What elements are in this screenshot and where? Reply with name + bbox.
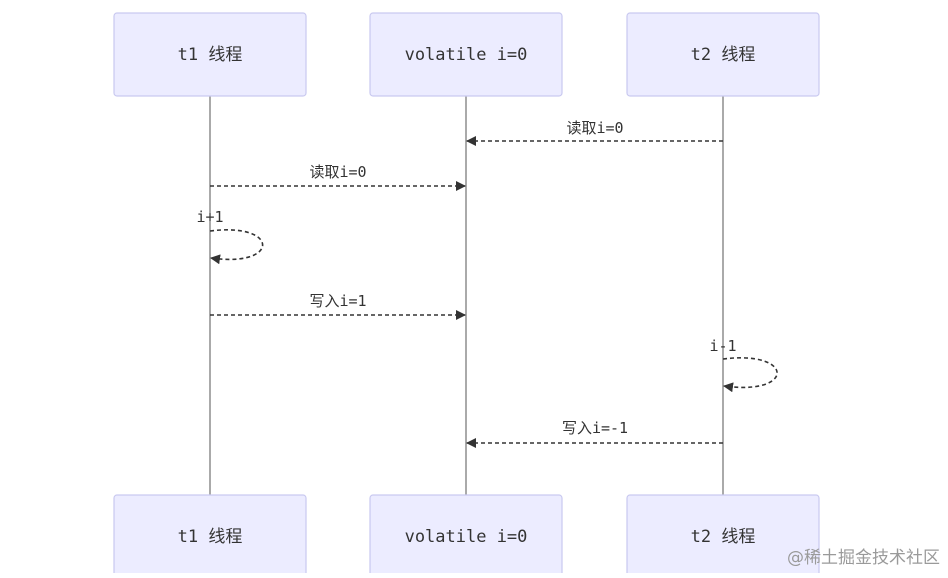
actor-bottom-t2: t2 线程 (626, 494, 820, 578)
message-label: i+1 (196, 208, 223, 226)
message-label: i-1 (709, 337, 736, 355)
actor-top-t1: t1 线程 (113, 12, 307, 97)
actor-label: volatile i=0 (405, 527, 528, 547)
message-t2-self-decrement: i-1 (709, 337, 778, 393)
actor-bottom-t1: t1 线程 (113, 494, 307, 578)
actor-label: t1 线程 (178, 527, 243, 547)
message-t2-write: 写入i=-1 (466, 419, 723, 448)
message-t1-write: 写入i=1 (210, 292, 466, 320)
message-t1-self-increment: i+1 (196, 208, 264, 265)
self-loop-arrow (209, 229, 264, 265)
actor-label: t2 线程 (691, 45, 756, 65)
message-t1-read: 读取i=0 (210, 163, 466, 191)
actor-bottom-volatile: volatile i=0 (369, 494, 563, 578)
actor-top-t2: t2 线程 (626, 12, 820, 97)
message-label: 读取i=0 (309, 163, 366, 181)
watermark: @稀土掘金技术社区 (787, 548, 940, 568)
message-t2-read: 读取i=0 (466, 119, 723, 146)
actor-label: t1 线程 (178, 45, 243, 65)
actor-label: volatile i=0 (405, 45, 528, 65)
self-loop-arrow (722, 357, 778, 393)
actor-top-volatile: volatile i=0 (369, 12, 563, 97)
message-label: 写入i=1 (309, 292, 366, 310)
actor-label: t2 线程 (691, 527, 756, 547)
message-label: 写入i=-1 (562, 419, 628, 437)
message-label: 读取i=0 (566, 119, 623, 137)
